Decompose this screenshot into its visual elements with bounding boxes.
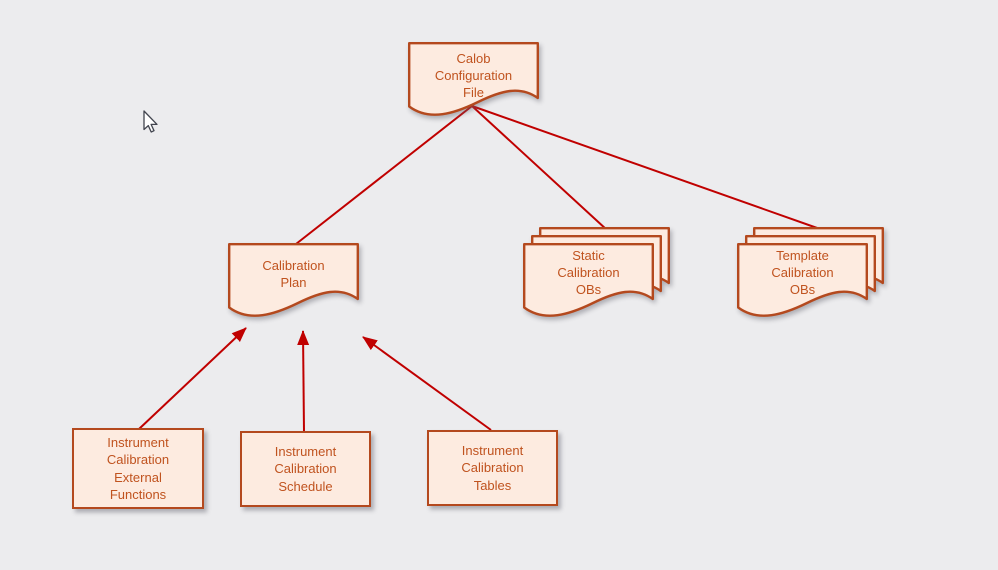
node-calibration-plan[interactable]: Calibration Plan [228, 243, 359, 323]
node-label: Instrument Calibration Tables [461, 442, 524, 493]
stack-layer-front [737, 243, 868, 317]
edge-schedule-to-plan[interactable] [297, 330, 310, 433]
node-instrument-calibration-external-functions[interactable]: Instrument Calibration External Function… [72, 428, 204, 509]
node-template-calibration-obs[interactable]: Template Calibration OBs [737, 227, 885, 324]
document-stack-shape [737, 227, 884, 317]
edge-calob-to-calibration-plan[interactable] [295, 105, 473, 245]
node-instrument-calibration-tables[interactable]: Instrument Calibration Tables [427, 430, 558, 506]
node-instrument-calibration-schedule[interactable]: Instrument Calibration Schedule [240, 431, 371, 507]
edge-calob-to-template-obs[interactable] [471, 105, 821, 230]
stack-layer-front [523, 243, 654, 317]
document-shape [408, 42, 539, 116]
edge-external-functions-to-plan[interactable] [138, 327, 247, 430]
node-static-calibration-obs[interactable]: Static Calibration OBs [523, 227, 671, 324]
document-shape [228, 243, 359, 317]
document-stack-shape [523, 227, 670, 317]
edge-tables-to-plan[interactable] [362, 336, 492, 431]
node-label: Instrument Calibration Schedule [274, 443, 337, 494]
edge-calob-to-static-obs[interactable] [471, 105, 608, 231]
mouse-cursor-icon [143, 110, 158, 133]
node-label: Instrument Calibration External Function… [106, 434, 170, 503]
node-calob-configuration-file[interactable]: Calob Configuration File [408, 42, 539, 122]
